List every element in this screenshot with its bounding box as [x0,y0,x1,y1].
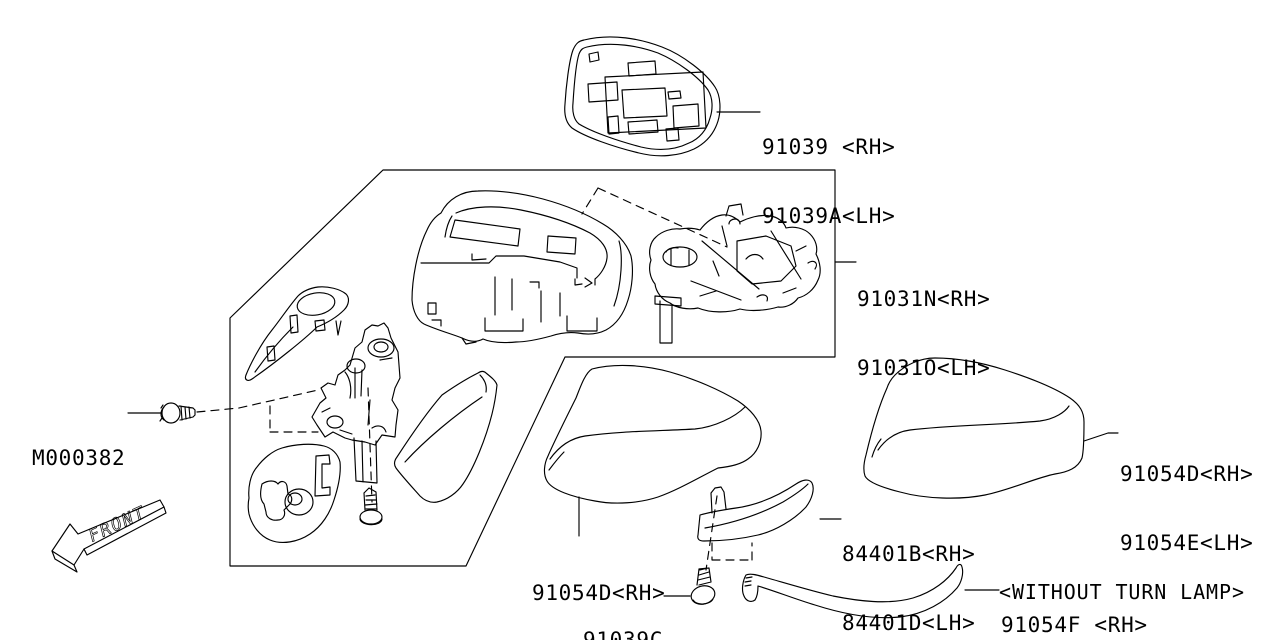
label-screw-number: 91039C [583,628,664,640]
dashed-guides [196,187,753,571]
cover-cap-without-lamp-drawing [863,357,1085,499]
diagram-code: A912001160 [1146,615,1268,640]
label-bolt: M000382 [32,401,125,516]
gasket-drawing [247,443,341,543]
label-mirror-glass-rh: 91039 <RH> [762,135,896,159]
label-mirror-glass-lh: 91039A<LH> [762,204,896,228]
label-cover-lower: 91054F <RH> 91054G<LH> [1001,568,1148,640]
exploded-view-outline [229,169,836,567]
note-without-turn-lamp: <WITHOUT TURN LAMP> [999,535,1245,640]
label-turn-lamp: 84401B<RH> 84401D<LH> [842,497,975,640]
label-cover-lower-rh: 91054F <RH> [1001,613,1148,637]
label-cover-cap-without-lamp: 91054D<RH> 91054E<LH> [1120,417,1253,601]
label-turn-lamp-lh: 84401D<LH> [842,611,976,635]
cover-cap-with-lamp-drawing [543,364,762,504]
label-cover-cap-without-lamp-lh: 91054E<LH> [1120,531,1254,555]
note-without-turn-lamp-text: <WITHOUT TURN LAMP> [999,580,1245,604]
label-mirror-assembly: 91031N<RH> 91031O<LH> [857,242,990,426]
label-cover-cap-with-lamp-rh: 91054D<RH> [532,581,666,605]
label-mirror-assembly-lh: 91031O<LH> [857,356,991,380]
mirror-glass-drawing [564,36,721,157]
note-with-turn-lamp: <WITH TURN LAMP> [459,604,666,640]
label-mirror-glass: 91039 <RH> 91039A<LH> [762,90,895,274]
label-cover-cap-without-lamp-rh: 91054D<RH> [1120,462,1254,486]
leader-lines [127,111,1119,597]
label-cover-cap-with-lamp: 91054D<RH> 91054E<LH> [532,536,665,640]
label-screw: 91039C [583,583,663,640]
label-turn-lamp-rh: 84401B<RH> [842,542,976,566]
turn-lamp-drawing [697,479,814,542]
base-cap-drawing [244,286,350,381]
mirror-housing-drawing [411,190,633,345]
label-mirror-assembly-rh: 91031N<RH> [857,287,991,311]
screw-drawing [690,567,716,605]
actuator-bracket-drawing [311,322,401,484]
label-bolt-number: M000382 [32,446,126,470]
mirror-bracket-drawing [649,203,821,344]
actuator-screw-drawing [359,487,383,526]
bolt-drawing [159,402,196,424]
inner-cover-drawing [394,370,498,503]
cover-lower-drawing [741,563,964,619]
